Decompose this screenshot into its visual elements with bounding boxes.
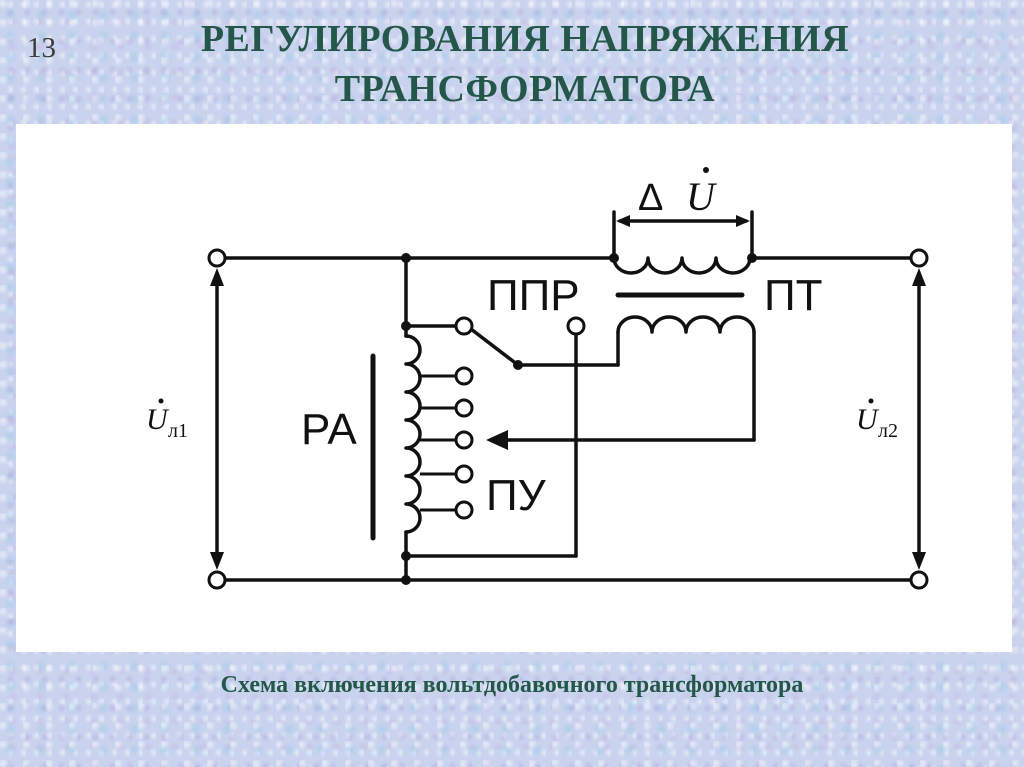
- label-pt: ПТ: [764, 271, 823, 320]
- terminal-top-right: [909, 248, 929, 268]
- slide-number: 13: [27, 32, 56, 64]
- du-arrowhead-left: [616, 215, 630, 227]
- slide-title: РЕГУЛИРОВАНИЯ НАПРЯЖЕНИЯ ТРАНСФОРМАТОРА: [140, 14, 910, 114]
- label-ra: РА: [301, 405, 357, 454]
- du-dot: [703, 167, 709, 173]
- ppr-switch-blade: [465, 324, 520, 367]
- pt-secondary-winding: [616, 315, 756, 334]
- terminal-top-left: [207, 248, 227, 268]
- tap-contact: [454, 464, 474, 484]
- ra-winding: [404, 334, 422, 534]
- label-u1-letter: U: [146, 403, 170, 436]
- junction-dot: [609, 253, 619, 263]
- u1-dot: [158, 398, 164, 404]
- terminal-bottom-left: [207, 570, 227, 590]
- circuit-diagram: ППР ПТ РА ПУ Δ U U л1 U л2: [146, 167, 929, 590]
- label-delta: Δ: [638, 177, 663, 219]
- u1-arrowhead-top: [210, 268, 224, 286]
- tap-contact: [454, 500, 474, 520]
- pt-primary-winding: [612, 256, 752, 275]
- junction-dot: [401, 551, 411, 561]
- u2-arrowhead-top: [912, 268, 926, 286]
- ppr-fixed-contact: [566, 316, 586, 336]
- title-line-2: ТРАНСФОРМАТОРА: [334, 68, 716, 110]
- junction-dot: [513, 360, 523, 370]
- figure-caption: Схема включения вольтдобавочного трансфо…: [220, 672, 804, 698]
- u2-dot: [868, 398, 874, 404]
- label-u1-sub: л1: [168, 420, 188, 442]
- label-ppr: ППР: [487, 271, 580, 320]
- junction-dot: [747, 253, 757, 263]
- diagram-panel: ППР ПТ РА ПУ Δ U U л1 U л2: [16, 124, 1012, 652]
- pu-arrowhead: [486, 430, 508, 450]
- title-line-1: РЕГУЛИРОВАНИЯ НАПРЯЖЕНИЯ: [200, 18, 850, 60]
- u2-arrowhead-bottom: [912, 552, 926, 570]
- tap-contact: [454, 398, 474, 418]
- u1-arrowhead-bottom: [210, 552, 224, 570]
- label-u2-letter: U: [856, 403, 880, 436]
- tap-contact: [454, 316, 474, 336]
- du-arrowhead-right: [736, 215, 750, 227]
- label-u2-sub: л2: [878, 420, 898, 442]
- tap-contact: [454, 430, 474, 450]
- junction-dot: [401, 253, 411, 263]
- label-du-letter: U: [686, 174, 718, 219]
- terminal-bottom-right: [909, 570, 929, 590]
- junction-dot: [401, 575, 411, 585]
- junction-dot: [401, 321, 411, 331]
- tap-contact: [454, 366, 474, 386]
- label-pu: ПУ: [486, 471, 547, 520]
